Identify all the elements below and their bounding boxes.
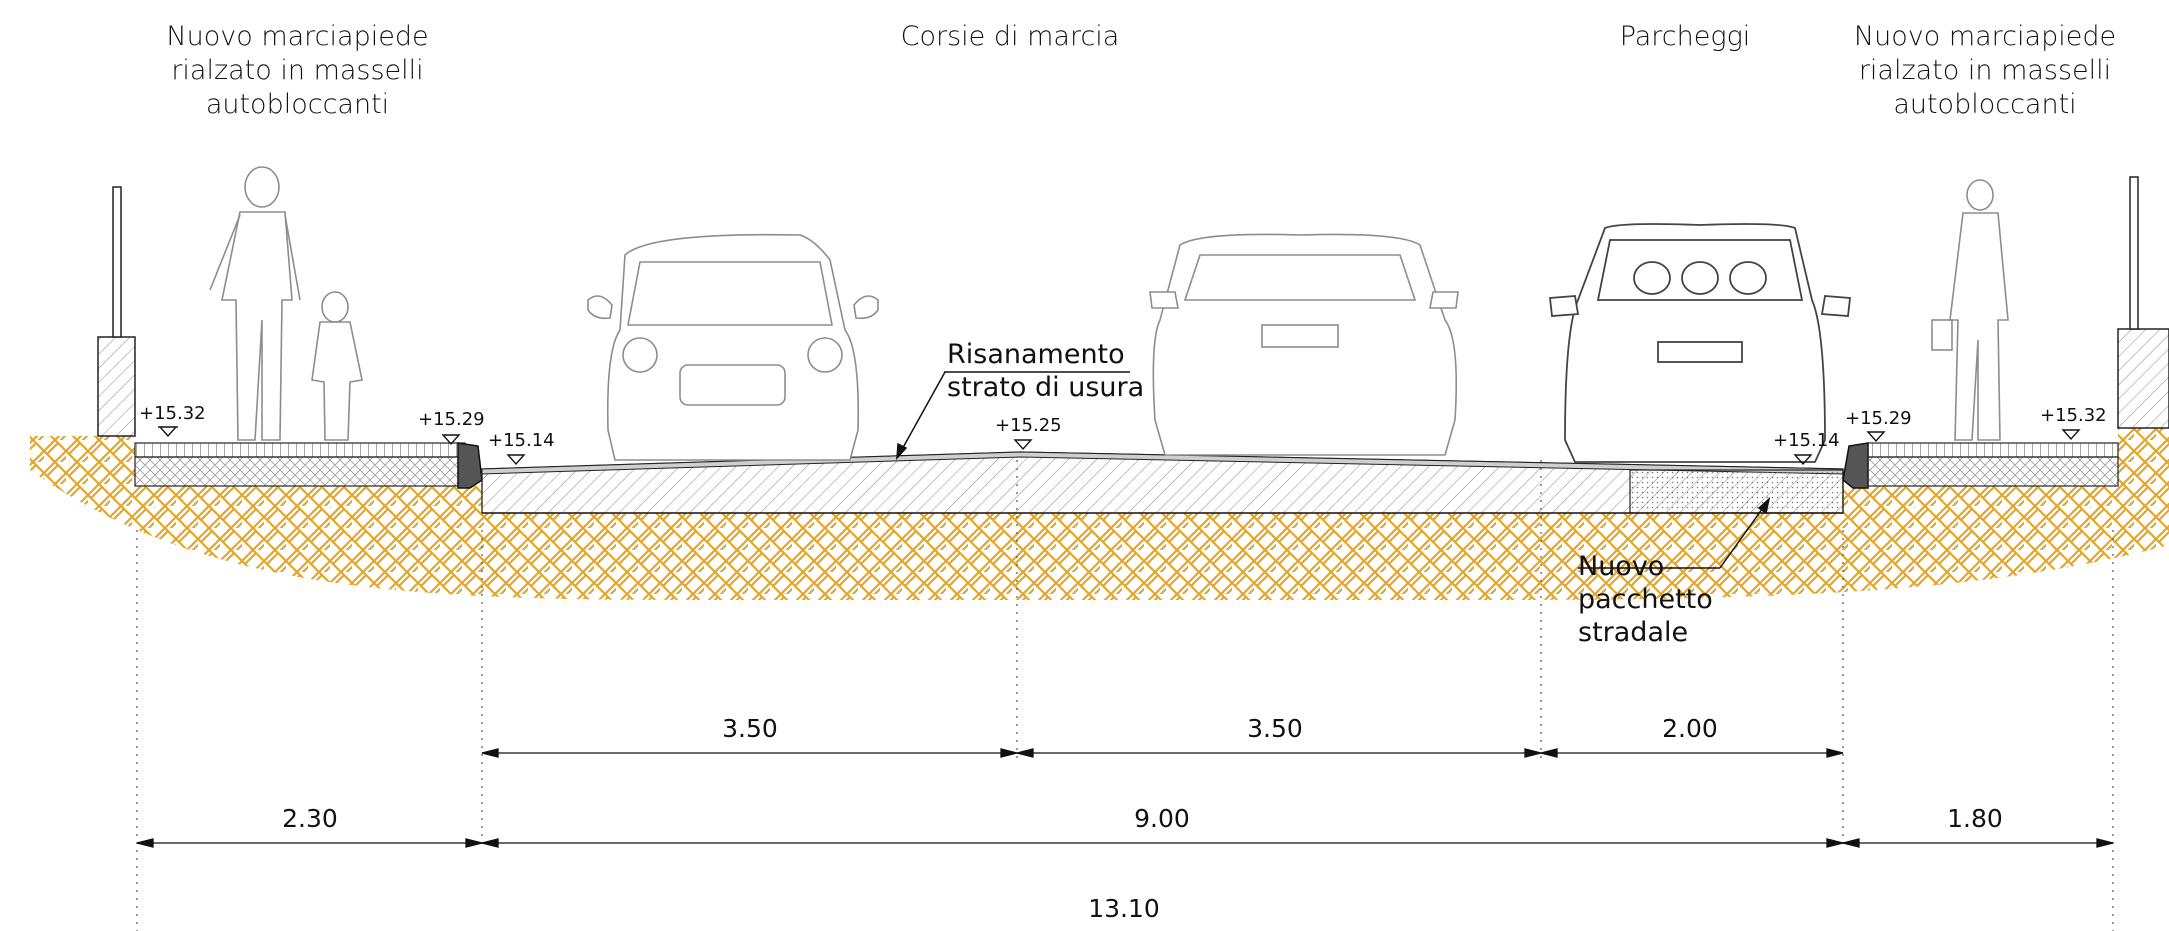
- header-parking: Parcheggi: [1619, 21, 1751, 52]
- elevation-right-gutter: +15.14: [1773, 430, 1840, 451]
- right-wall: [2117, 328, 2169, 429]
- header-left-line1: Nuovo marciapiede: [166, 21, 429, 52]
- note-new-road-package: Nuovo pacchetto stradale: [1578, 550, 1713, 649]
- right-sidewalk: [1867, 442, 2119, 487]
- note-package-line3: stradale: [1578, 617, 1689, 648]
- annotation-leaders: [896, 371, 1771, 569]
- note-resurfacing-line2: strato di usura: [947, 372, 1145, 403]
- dimension-lane-2: 3.50: [1247, 714, 1303, 743]
- dimension-parking: 2.00: [1662, 714, 1718, 743]
- header-right-line2: rialzato in masselli: [1858, 55, 2112, 86]
- left-curb: [457, 442, 483, 489]
- left-fence-post: [112, 186, 122, 338]
- header-right-sidewalk: Nuovo marciapiede rialzato in masselli a…: [1840, 20, 2130, 122]
- elevation-markers: [158, 426, 2081, 466]
- note-package-line2: pacchetto: [1578, 584, 1713, 615]
- right-curb: [1842, 442, 1869, 489]
- header-right-line3: autobloccanti: [1893, 89, 2077, 120]
- elevation-right-curb: +15.29: [1845, 408, 1912, 429]
- right-fence-post: [2129, 176, 2139, 330]
- header-right-line1: Nuovo marciapiede: [1853, 21, 2117, 52]
- pedestrian-man-figure: [1931, 179, 2009, 441]
- elevation-right-sidewalk: +15.32: [2040, 405, 2107, 426]
- note-resurfacing-line1: Risanamento: [947, 339, 1125, 370]
- elevation-left-sidewalk: +15.32: [139, 403, 206, 424]
- dimension-lines: [136, 748, 2114, 848]
- header-lanes: Corsie di marcia: [900, 21, 1120, 52]
- ground-soil: [30, 428, 2169, 600]
- pedestrian-child-figure: [311, 291, 363, 441]
- dimension-right-sidewalk: 1.80: [1947, 804, 2003, 833]
- pedestrian-adult-figure: [209, 166, 301, 441]
- header-left-line2: rialzato in masselli: [171, 55, 424, 86]
- car-front-view: [587, 233, 879, 461]
- dotted-guides: [136, 460, 2114, 931]
- dimension-left-sidewalk: 2.30: [282, 804, 338, 833]
- header-left-sidewalk: Nuovo marciapiede rialzato in masselli a…: [145, 20, 450, 122]
- elevation-crown: +15.25: [995, 415, 1062, 436]
- header-left-line3: autobloccanti: [205, 89, 390, 120]
- left-sidewalk: [134, 442, 466, 487]
- left-wall: [97, 336, 136, 437]
- roadway-structure: [481, 451, 1844, 514]
- note-package-line1: Nuovo: [1578, 551, 1665, 582]
- dimension-carriageway: 9.00: [1134, 804, 1190, 833]
- car-rear-view-sedan: [1149, 233, 1459, 456]
- car-rear-view-wagon: [1549, 223, 1851, 463]
- dimension-total: 13.10: [1088, 894, 1160, 923]
- note-resurfacing: Risanamento strato di usura: [947, 338, 1144, 404]
- elevation-left-curb: +15.29: [418, 409, 485, 430]
- elevation-left-gutter: +15.14: [488, 430, 555, 451]
- dimension-lane-1: 3.50: [722, 714, 778, 743]
